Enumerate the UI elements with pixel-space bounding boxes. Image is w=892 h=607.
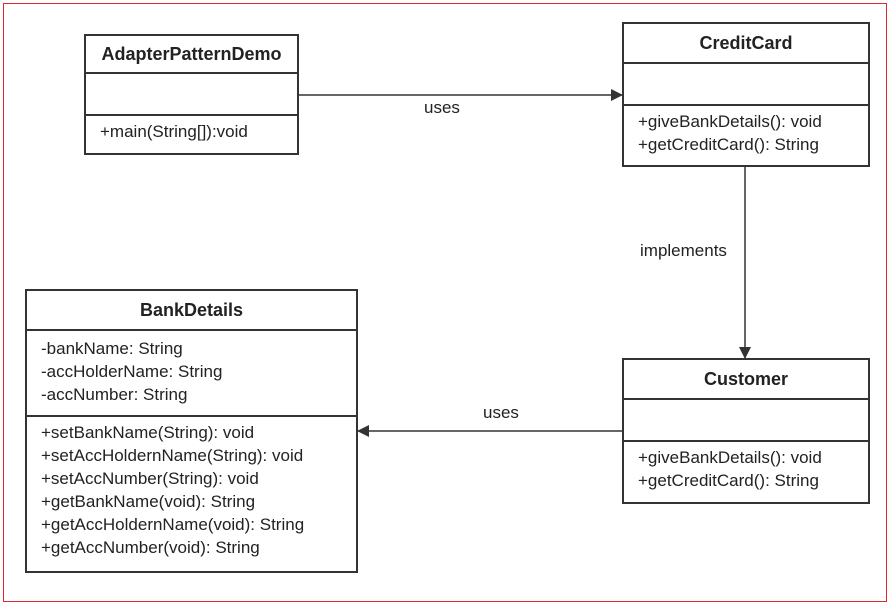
class-bank-details: BankDetails -bankName: String -accHolder…	[25, 289, 358, 573]
attribute: -accHolderName: String	[41, 362, 223, 381]
method: +setBankName(String): void	[41, 423, 255, 442]
class-attributes: -bankName: String -accHolderName: String…	[27, 331, 356, 417]
method: +getAccNumber(void): String	[41, 538, 260, 557]
class-name: BankDetails	[27, 291, 356, 331]
class-customer: Customer +giveBankDetails(): void +getCr…	[622, 358, 870, 504]
class-attributes	[624, 64, 868, 106]
method: +getCreditCard(): String	[638, 471, 819, 490]
method: +main(String[]):void	[100, 122, 248, 141]
label-implements: implements	[640, 241, 727, 260]
method: +setAccNumber(String): void	[41, 469, 259, 488]
method: +getAccHoldernName(void): String	[41, 515, 305, 534]
diagram-frame	[3, 3, 887, 602]
label-uses-bottom: uses	[483, 403, 519, 422]
class-methods: +setBankName(String): void +setAccHolder…	[27, 417, 356, 559]
method: +setAccHoldernName(String): void	[41, 446, 304, 465]
attribute: -bankName: String	[41, 339, 183, 358]
class-methods: +giveBankDetails(): void +getCreditCard(…	[624, 442, 868, 492]
class-methods: +giveBankDetails(): void +getCreditCard(…	[624, 106, 868, 156]
class-name: Customer	[624, 360, 868, 400]
method: +getCreditCard(): String	[638, 135, 819, 154]
attribute: -accNumber: String	[41, 385, 188, 404]
class-name: CreditCard	[624, 24, 868, 64]
class-attributes	[86, 74, 297, 116]
class-credit-card: CreditCard +giveBankDetails(): void +get…	[622, 22, 870, 167]
class-methods: +main(String[]):void	[86, 116, 297, 143]
method: +giveBankDetails(): void	[638, 112, 822, 131]
class-name: AdapterPatternDemo	[86, 36, 297, 74]
method: +giveBankDetails(): void	[638, 448, 822, 467]
label-uses-top: uses	[424, 98, 460, 117]
method: +getBankName(void): String	[41, 492, 256, 511]
class-attributes	[624, 400, 868, 442]
class-adapter-pattern-demo: AdapterPatternDemo +main(String[]):void	[84, 34, 299, 155]
